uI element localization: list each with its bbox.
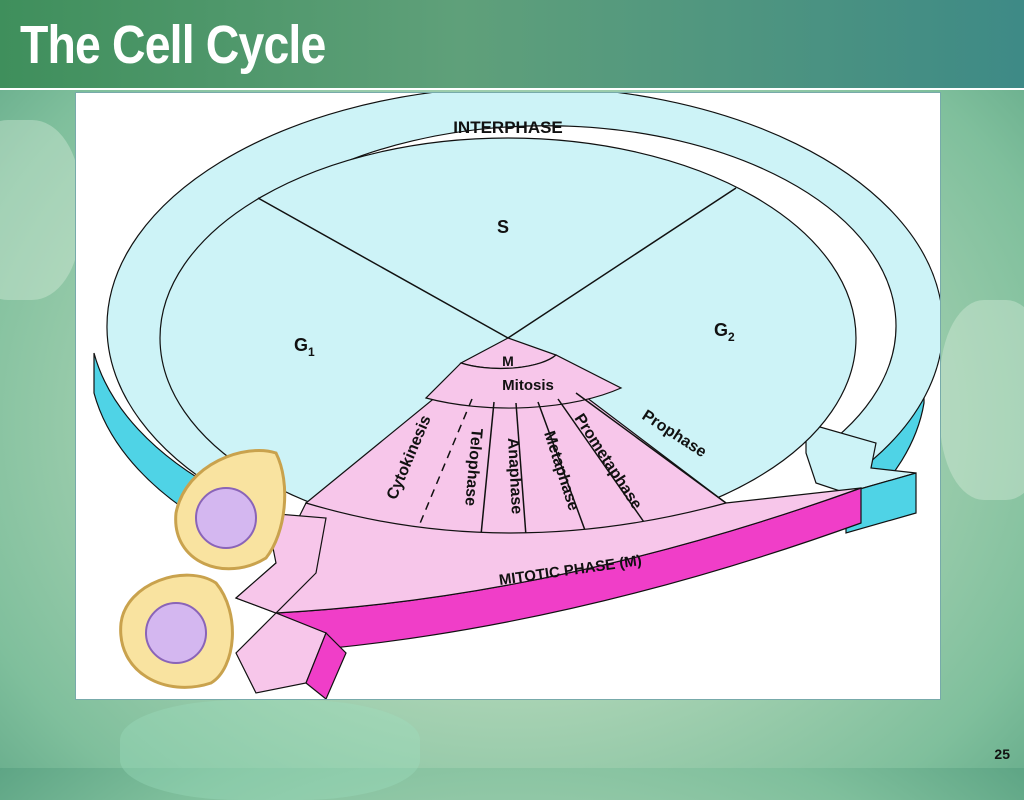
interphase-arrowhead-side — [845, 472, 917, 534]
stage-label-telophase: Telophase — [461, 428, 485, 507]
sector-divider-g1-s — [257, 197, 509, 339]
stage-divider — [575, 392, 727, 504]
background-blob — [940, 300, 1024, 500]
mitotic-arrow-tail — [235, 612, 327, 694]
stage-divider — [537, 401, 587, 534]
g2-main: G — [714, 320, 728, 340]
stage-divider — [515, 402, 527, 537]
title-bar: The Cell Cycle — [0, 0, 1024, 90]
stage-divider-dashed — [415, 398, 473, 534]
sector-divider-s-g2 — [507, 187, 737, 339]
stage-divider — [557, 398, 647, 526]
slide-title: The Cell Cycle — [20, 15, 326, 75]
stage-label-anaphase: Anaphase — [504, 437, 525, 514]
mitotic-phase-band — [234, 487, 862, 614]
mitotic-arrow-tail-side — [305, 631, 347, 700]
g1-main: G — [294, 335, 308, 355]
g2-label: G2 — [714, 320, 735, 344]
mitosis-arc-band — [424, 354, 623, 409]
nucleus-upper — [195, 487, 257, 549]
g1-subscript: 1 — [308, 345, 315, 359]
background-blob — [0, 120, 80, 300]
cell-cycle-diagram: INTERPHASE S G1 G2 M Mitosis MITOTIC PHA… — [93, 85, 944, 700]
mitosis-label: Mitosis — [502, 377, 554, 394]
interphase-label: INTERPHASE — [453, 118, 563, 137]
background-blob — [120, 700, 420, 800]
g2-subscript: 2 — [728, 330, 735, 344]
diagram-panel: INTERPHASE S G1 G2 M Mitosis MITOTIC PHA… — [75, 85, 944, 700]
nucleus-lower — [145, 602, 207, 664]
m-label: M — [502, 353, 514, 369]
g1-label: G1 — [294, 335, 315, 359]
stage-divider — [480, 401, 495, 536]
s-label: S — [497, 217, 509, 237]
slide-number: 25 — [994, 746, 1010, 762]
